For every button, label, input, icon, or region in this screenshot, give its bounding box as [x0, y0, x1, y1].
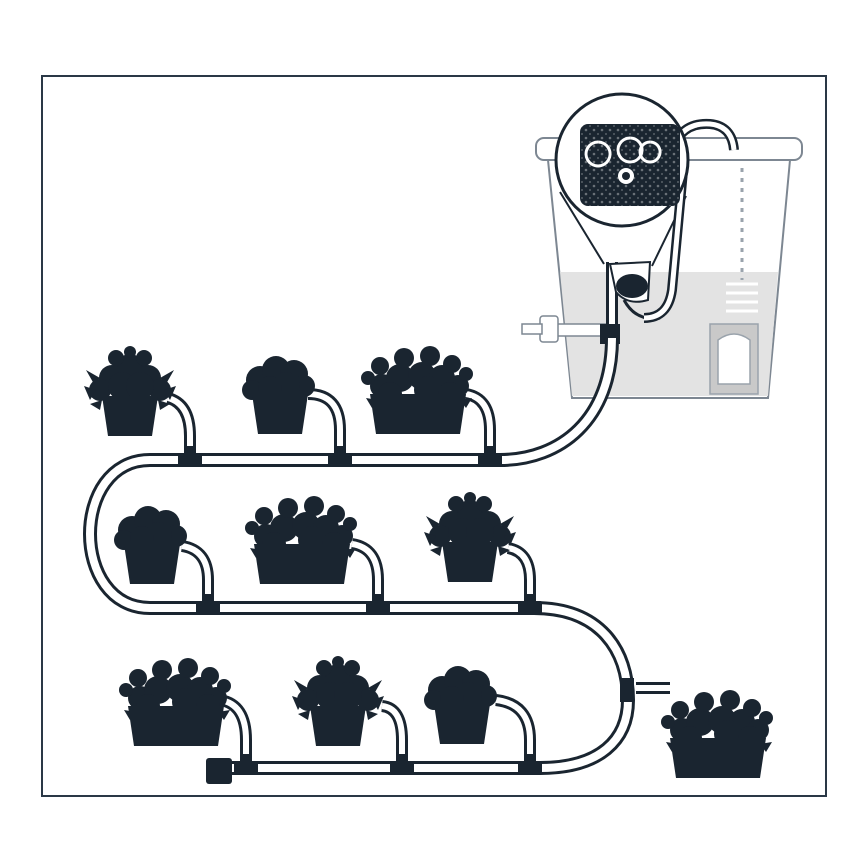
drain-tap: [521, 315, 609, 343]
tee-connectors: [178, 446, 634, 775]
plant-pot: [424, 492, 516, 582]
diagram-frame: [41, 75, 827, 797]
tee-connector: [328, 446, 352, 467]
plant-pot: [424, 666, 497, 744]
plant-pot: [661, 690, 773, 778]
plant-pot: [119, 658, 231, 746]
tee-connector: [620, 678, 634, 702]
tee-connector: [196, 594, 220, 615]
tee-connector: [390, 754, 414, 775]
tee-connector: [234, 754, 258, 775]
plant-pot: [84, 346, 176, 436]
tee-connector: [518, 754, 542, 775]
plant-pot: [245, 496, 357, 584]
feeder-hoses: [165, 388, 670, 764]
tee-connector: [366, 594, 390, 615]
tee-connector: [178, 446, 202, 467]
plant-pot: [242, 356, 315, 434]
plant-pot: [292, 656, 384, 746]
main-supply-hose: [83, 337, 635, 775]
line-end-stopper: [206, 758, 232, 784]
magnified-pump-view: [554, 92, 690, 228]
plant-pot: [114, 506, 187, 584]
tee-connector: [478, 446, 502, 467]
float-gauge: [709, 323, 759, 395]
plant-pot: [361, 346, 473, 434]
tee-connector: [518, 594, 542, 615]
